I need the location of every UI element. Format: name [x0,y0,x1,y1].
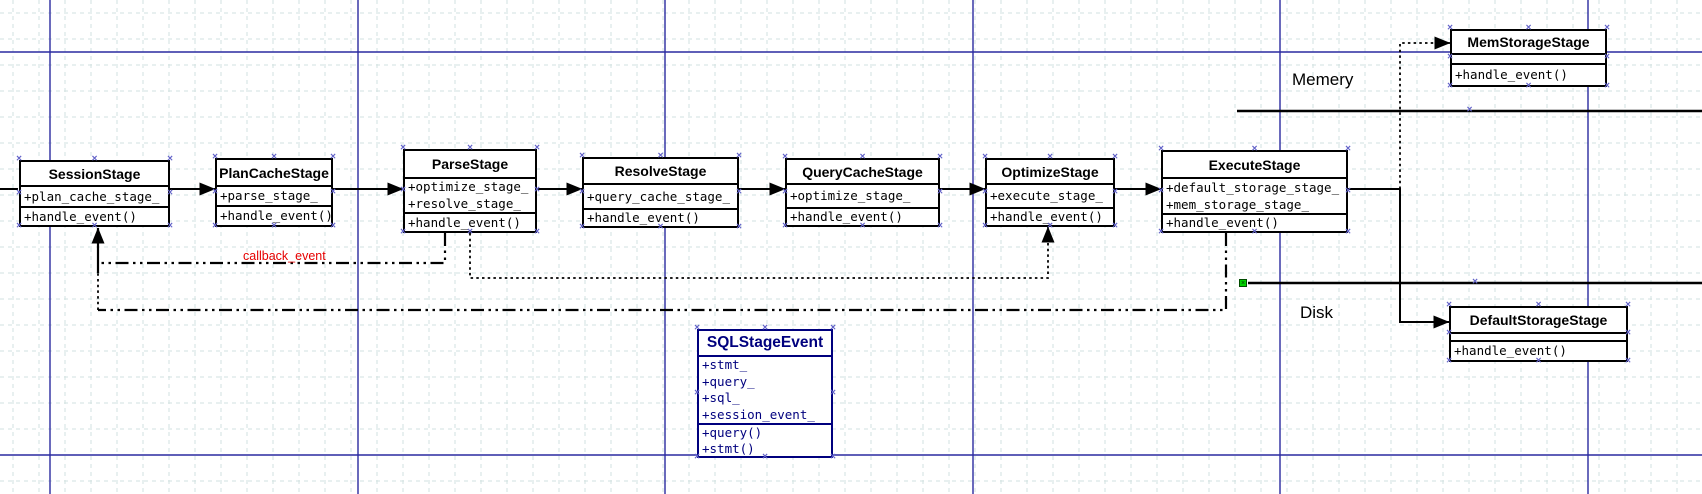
class-title-default-storage-stage: DefaultStorageStage [1469,312,1608,328]
class-attributes-sql-stage-event: +stmt_+query_+sql_+session_event_ [699,355,831,423]
member-row: +optimize_stage_ [790,188,911,203]
class-title-query-cache-stage: QueryCacheStage [802,163,923,180]
class-box-mem-storage-stage[interactable]: MemStorageStage +handle_event() [1450,29,1607,87]
member-row: +handle_event() [24,209,137,224]
member-row: +handle_event() [1454,343,1567,358]
class-box-sql-stage-event[interactable]: SQLStageEvent +stmt_+query_+sql_+session_… [697,329,833,458]
class-attributes-execute-stage: +default_storage_stage_ +mem_storage_stag… [1163,177,1346,213]
edge-parse-optimize-dotted[interactable] [469,226,1055,279]
class-box-parse-stage[interactable]: ParseStage +optimize_stage_+resolve_stage… [403,149,537,233]
class-title-optimize-stage: OptimizeStage [1001,163,1099,180]
class-methods-plan-cache-stage: +handle_event() [217,205,331,225]
member-row: +stmt_ [702,357,748,372]
member-row: +parse_stage_ [220,188,318,203]
member-row: +query_cache_stage_ [587,189,730,204]
member-row: +handle_event() [408,215,521,230]
callback-event-label[interactable]: callback_event [243,249,326,263]
member-row: +resolve_stage_ [408,195,521,211]
class-box-execute-stage[interactable]: ExecuteStage +default_storage_stage_ +mem_… [1161,150,1348,233]
edge-callback-event[interactable] [98,233,447,265]
edge-execute-defaultstorage[interactable] [1348,188,1450,329]
member-row: +execute_stage_ [990,188,1103,203]
class-methods-query-cache-stage: +handle_event() [787,207,938,225]
class-box-default-storage-stage[interactable]: DefaultStorageStage +handle_event() [1449,306,1628,362]
member-row: +handle_event() [990,209,1103,224]
class-methods-default-storage-stage: +handle_event() [1451,340,1626,360]
member-row: +query() [702,425,763,440]
class-title-session-stage: SessionStage [48,165,141,182]
member-row: +handle_event() [587,210,700,225]
class-methods-parse-stage: +handle_event() [405,212,535,231]
class-box-resolve-stage[interactable]: ResolveStage +query_cache_stage_ +handle_e… [582,157,739,228]
class-attributes-optimize-stage: +execute_stage_ [987,183,1113,207]
member-row: +optimize_stage_ [408,179,529,194]
member-row: +sql_ [702,390,740,405]
class-box-session-stage[interactable]: SessionStage +plan_cache_stage_ +handle_ev… [19,160,170,227]
member-row: +default_storage_stage_ [1166,180,1340,195]
class-methods-mem-storage-stage: +handle_event() [1452,63,1605,85]
class-title-plan-cache-stage: PlanCacheStage [219,164,329,181]
edge-execute-memstorage[interactable] [1399,36,1451,189]
class-title-parse-stage: ParseStage [431,156,509,172]
member-row: +handle_event() [790,209,903,224]
class-methods-sql-stage-event: +query()+stmt() [699,423,831,456]
disk-label[interactable]: Disk [1300,303,1334,322]
member-row: +handle_event() [1455,67,1568,82]
class-attributes-resolve-stage: +query_cache_stage_ [584,183,737,208]
edge-execute-session-long[interactable] [98,233,1228,312]
class-title-mem-storage-stage: MemStorageStage [1467,34,1590,50]
memory-label[interactable]: Memery [1292,70,1354,89]
class-title-execute-stage: ExecuteStage [1208,156,1301,173]
member-row: +session_event_ [702,406,815,422]
class-attributes-parse-stage: +optimize_stage_+resolve_stage_ [405,177,535,212]
member-row: +plan_cache_stage_ [24,189,160,204]
class-box-plan-cache-stage[interactable]: PlanCacheStage +parse_stage_ +handle_event… [215,158,333,227]
class-methods-execute-stage: +handle_event() [1163,213,1346,231]
member-row: +query_ [702,373,755,389]
class-methods-optimize-stage: +handle_event() [987,207,1113,225]
class-box-query-cache-stage[interactable]: QueryCacheStage +optimize_stage_ +handle_e… [785,158,940,227]
class-box-optimize-stage[interactable]: OptimizeStage +execute_stage_ +handle_even… [985,158,1115,227]
member-row: +stmt() [702,440,755,456]
class-attributes-mem-storage-stage [1452,53,1605,63]
class-attributes-session-stage: +plan_cache_stage_ [21,185,168,206]
class-attributes-plan-cache-stage: +parse_stage_ [217,185,331,205]
class-methods-resolve-stage: +handle_event() [584,208,737,226]
member-row: +handle_event() [1166,215,1279,230]
member-row: +handle_event() [220,208,331,223]
line-endpoint-handle[interactable]: × [1239,279,1247,287]
class-attributes-default-storage-stage [1451,332,1626,340]
class-title-resolve-stage: ResolveStage [614,163,707,179]
class-title-sql-stage-event: SQLStageEvent [706,334,824,351]
class-attributes-query-cache-stage: +optimize_stage_ [787,183,938,207]
member-row: +mem_storage_stage_ [1166,197,1309,212]
class-methods-session-stage: +handle_event() [21,206,168,225]
